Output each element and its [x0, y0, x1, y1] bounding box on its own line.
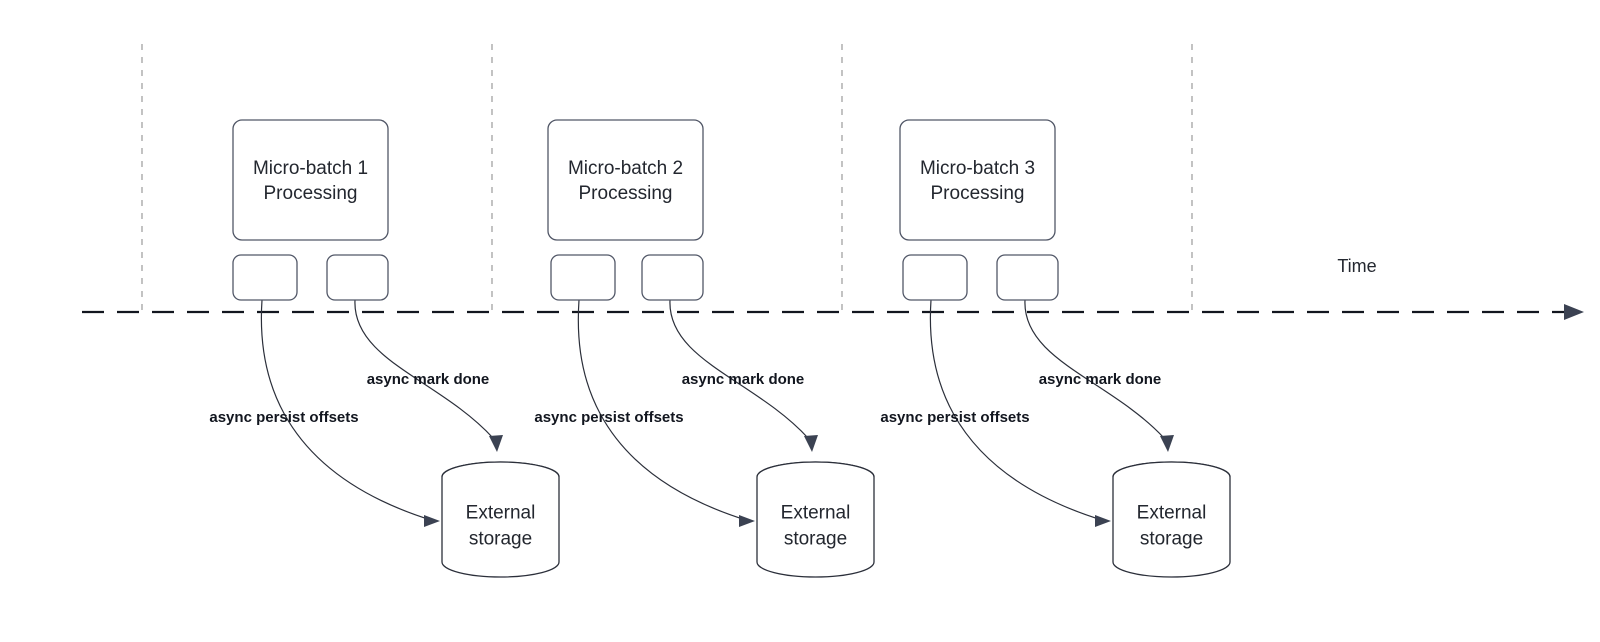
edge-labels-group: async persist offsets async mark done asyn… — [209, 371, 1161, 426]
batch-2-persist-offsets-edge-arrowhead — [739, 515, 755, 527]
batch-2-label-line2: Processing — [579, 183, 673, 204]
batch-1-mark-done-edge-label: async mark done — [367, 371, 490, 388]
batch-1-storage-label-line2: storage — [469, 529, 532, 550]
nodes-group: Micro-batch 1ProcessingExternalstorageMi… — [232, 119, 1231, 578]
batch-3-mark-done-task[interactable] — [996, 254, 1059, 301]
batch-2-persist-offsets-edge — [577, 299, 750, 522]
batch-1-storage-cylinder-top — [441, 461, 560, 478]
batch-1-mark-done-edge-arrowhead — [489, 435, 503, 452]
batch-3-persist-offsets-edge-label: async persist offsets — [880, 409, 1029, 426]
batch-1-processing-box[interactable] — [232, 119, 389, 241]
batch-3-storage-label-line1: External — [1137, 503, 1207, 524]
batch-2-mark-done-edge-label: async mark done — [682, 371, 805, 388]
batch-1-persist-offsets-edge-arrowhead — [424, 515, 440, 527]
batch-2-label-line1: Micro-batch 2 — [568, 158, 683, 179]
flow-edges-group — [260, 299, 1174, 527]
batch-3-mark-done-edge-arrowhead — [1160, 435, 1174, 452]
time-axis-label: Time — [1337, 256, 1376, 276]
batch-1-label-line2: Processing — [264, 183, 358, 204]
batch-2-mark-done-edge — [669, 299, 809, 439]
batch-3-label-line1: Micro-batch 3 — [920, 158, 1035, 179]
batch-1-storage-label-line1: External — [466, 503, 536, 524]
batch-2-mark-done-edge-arrowhead — [804, 435, 818, 452]
batch-1-persist-offsets-task[interactable] — [232, 254, 298, 301]
batch-2-storage-label-line2: storage — [784, 529, 847, 550]
batch-3-mark-done-edge-label: async mark done — [1039, 371, 1162, 388]
batch-2-mark-done-task[interactable] — [641, 254, 704, 301]
batch-3-label-line2: Processing — [931, 183, 1025, 204]
batch-3-mark-done-edge — [1024, 299, 1165, 439]
batch-1-label-line1: Micro-batch 1 — [253, 158, 368, 179]
batch-2-persist-offsets-edge-label: async persist offsets — [534, 409, 683, 426]
time-axis-group: Time — [82, 256, 1584, 320]
batch-3-processing-box[interactable] — [899, 119, 1056, 241]
batch-1-persist-offsets-edge-label: async persist offsets — [209, 409, 358, 426]
time-axis-arrowhead — [1564, 304, 1584, 320]
batch-3-storage-label-line2: storage — [1140, 529, 1203, 550]
batch-2-processing-box[interactable] — [547, 119, 704, 241]
batch-1-persist-offsets-edge — [260, 299, 435, 522]
batch-1-mark-done-edge — [354, 299, 494, 439]
batch-1-mark-done-task[interactable] — [326, 254, 389, 301]
batch-2-storage-cylinder-top — [756, 461, 875, 478]
batch-3-persist-offsets-edge — [929, 299, 1106, 522]
batch-3-persist-offsets-task[interactable] — [902, 254, 968, 301]
batch-3-storage-cylinder-top — [1112, 461, 1231, 478]
batch-2-storage-label-line1: External — [781, 503, 851, 524]
tick-lines-group — [141, 44, 1193, 312]
batch-3-persist-offsets-edge-arrowhead — [1095, 515, 1111, 527]
batch-2-persist-offsets-task[interactable] — [550, 254, 616, 301]
